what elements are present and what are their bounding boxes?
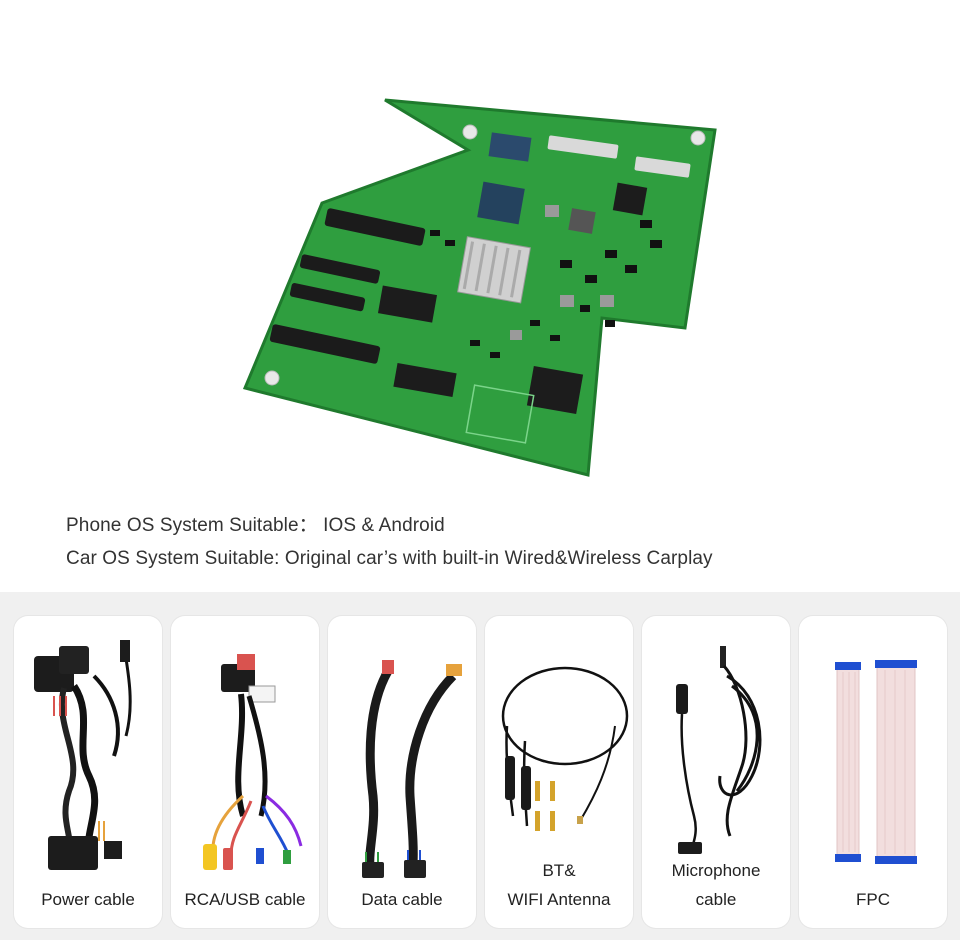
accessory-label: BT& WIFI Antenna xyxy=(507,861,611,909)
accessory-card-fpc: FPC xyxy=(799,616,947,928)
accessory-label: RCA/USB cable xyxy=(184,890,306,909)
accessory-card-antenna: BT& WIFI Antenna xyxy=(485,616,633,928)
accessory-label: Data cable xyxy=(361,890,443,909)
data-cable-icon xyxy=(362,660,462,878)
antenna-icon xyxy=(501,666,629,831)
accessory-label: FPC xyxy=(856,890,890,909)
accessory-card-rca-usb-cable: RCA/USB cable xyxy=(171,616,319,928)
accessory-card-microphone-cable: Microphone cable xyxy=(642,616,790,928)
accessory-label: Power cable xyxy=(41,890,135,909)
accessory-card-power-cable: Power cable xyxy=(14,616,162,928)
accessory-label: Microphone cable xyxy=(671,861,761,909)
accessory-card-data-cable: Data cable xyxy=(328,616,476,928)
phone-os-compatibility: Phone OS System Suitable： IOS & Android xyxy=(66,515,445,536)
fpc-ribbon-icon xyxy=(835,660,917,864)
product-image-area: Phone OS System Suitable： IOS & Android … xyxy=(66,98,717,569)
microphone-icon xyxy=(676,646,762,854)
car-os-compatibility: Car OS System Suitable: Original car’s w… xyxy=(66,548,713,569)
rca-usb-cable-icon xyxy=(203,654,303,870)
power-cable-icon xyxy=(34,640,132,870)
accessories-panel: Power cable RCA/USB cable xyxy=(0,592,960,940)
circuit-board-image xyxy=(242,98,717,477)
